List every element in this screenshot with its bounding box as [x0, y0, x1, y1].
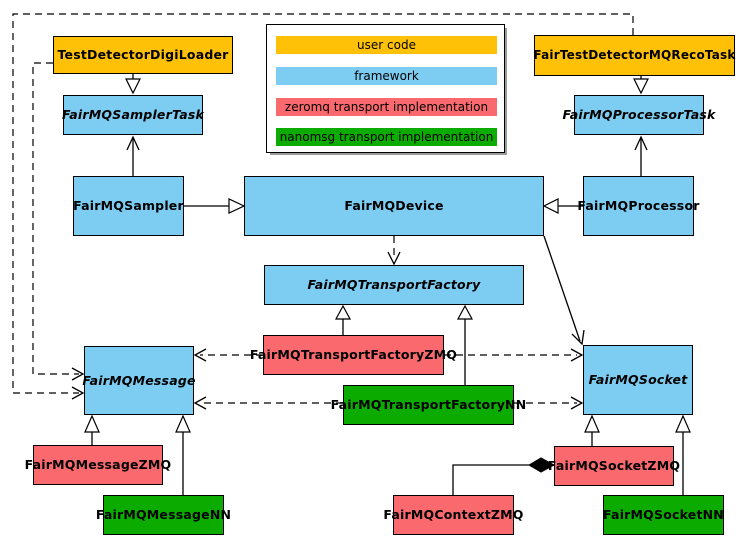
inheritance-arrowhead-icon: [125, 78, 141, 95]
legend-item-nanomsg: nanomsg transport implementation: [276, 128, 497, 146]
legend-item-framework: framework: [276, 67, 497, 85]
dependency-arrowhead-icon: [71, 386, 85, 400]
node-fairmqsocketzmq: FairMQSocketZMQ: [548, 446, 680, 486]
edge-transportfactorynn-to-message: [193, 396, 343, 410]
dependency-arrowhead-icon: [193, 396, 207, 410]
edge-messagezmq-to-message: [84, 414, 100, 445]
node-fairmqsampler: FairMQSampler: [73, 176, 184, 236]
inheritance-arrowhead-icon: [584, 414, 600, 433]
node-fairmqsocket: FairMQSocket: [583, 345, 693, 415]
node-fairtestdetectormqrecotask: FairTestDetectorMQRecoTask: [533, 35, 735, 76]
usage-arrowhead-icon: [126, 135, 140, 151]
edge-transportfactoryzmq-to-socket: [444, 348, 584, 362]
inheritance-arrowhead-icon: [456, 304, 474, 320]
node-fairmqtransportfactorynn: FairMQTransportFactoryNN: [331, 385, 526, 425]
edge-transportfactorynn-to-transportfactory: [456, 304, 474, 385]
inheritance-arrowhead-icon: [175, 414, 191, 433]
dependency-arrowhead-icon: [193, 348, 207, 362]
legend-item-user-code: user code: [276, 36, 497, 54]
node-fairmqprocessortask: FairMQProcessorTask: [562, 95, 715, 135]
legend-item-zeromq: zeromq transport implementation: [276, 98, 497, 116]
node-fairmqsocketnn: FairMQSocketNN: [603, 495, 724, 535]
edge-socketnn-to-socket: [675, 414, 691, 495]
edge-contextzmq-to-socketzmq: [452, 457, 556, 495]
edge-sampler-to-device: [184, 198, 246, 214]
inheritance-arrowhead-icon: [675, 414, 691, 433]
edge-messagenn-to-message: [175, 414, 191, 495]
dependency-arrowhead-icon: [570, 348, 584, 362]
inheritance-arrowhead-icon: [542, 198, 559, 214]
edge-recotask-to-processortask: [633, 76, 649, 95]
inheritance-arrowhead-icon: [84, 414, 100, 433]
edge-device-to-socket: [543, 235, 585, 346]
edge-device-to-transportfactory: [387, 236, 401, 266]
inheritance-arrowhead-icon: [633, 78, 649, 95]
node-fairmqmessagenn: FairMQMessageNN: [96, 495, 231, 535]
node-testdetectordigiloader: TestDetectorDigiLoader: [53, 36, 233, 74]
inheritance-arrowhead-icon: [334, 304, 352, 320]
inheritance-arrowhead-icon: [228, 198, 246, 214]
edge-sampler-to-samplertask: [126, 135, 140, 176]
usage-arrowhead-icon: [571, 329, 585, 346]
node-fairmqsamplertask: FairMQSamplerTask: [62, 95, 204, 135]
edge-processor-to-processortask: [634, 135, 648, 176]
usage-arrowhead-icon: [634, 135, 648, 151]
node-fairmqdevice: FairMQDevice: [244, 176, 544, 236]
edge-digiloader-to-samplertask: [125, 74, 141, 95]
edge-socketzmq-to-socket: [584, 414, 600, 446]
node-fairmqprocessor: FairMQProcessor: [577, 176, 699, 236]
dependency-arrowhead-icon: [71, 367, 85, 381]
node-fairmqcontextzmq: FairMQContextZMQ: [383, 495, 523, 535]
node-fairmqtransportfactoryzmq: FairMQTransportFactoryZMQ: [250, 335, 457, 375]
node-fairmqmessagezmq: FairMQMessageZMQ: [25, 445, 171, 485]
legend: user code framework zeromq transport imp…: [266, 24, 505, 153]
edge-transportfactoryzmq-to-transportfactory: [334, 304, 352, 335]
dependency-arrowhead-icon: [387, 251, 401, 266]
dependency-arrowhead-icon: [570, 396, 584, 410]
node-fairmqmessage: FairMQMessage: [82, 346, 195, 415]
node-fairmqtransportfactory: FairMQTransportFactory: [264, 265, 524, 305]
